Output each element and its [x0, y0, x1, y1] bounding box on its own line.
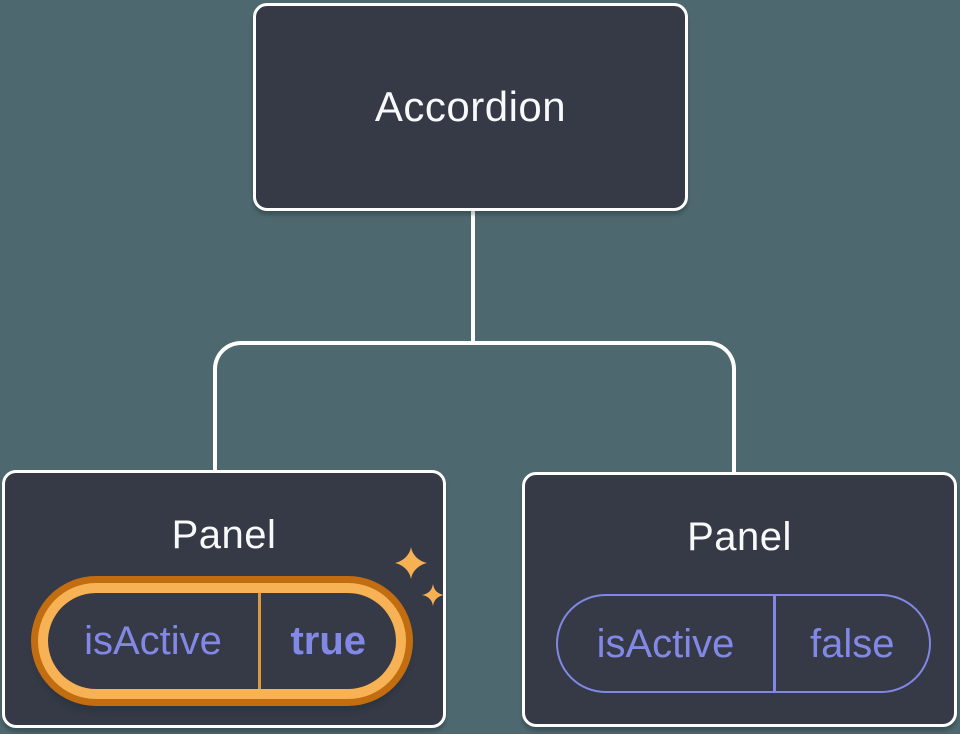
panel-node-inactive: Panel isActive false [522, 472, 957, 727]
state-pill-active: isActive true [48, 593, 396, 689]
prop-name-label: isActive [596, 621, 735, 666]
connector-branch-lines [213, 341, 736, 472]
prop-value-label: false [810, 621, 895, 666]
pill-divider [258, 593, 261, 689]
panel-node-active: Panel isActive true [2, 470, 446, 728]
prop-name-label: isActive [84, 619, 222, 663]
pill-divider [773, 596, 776, 691]
prop-value-label: true [290, 619, 367, 663]
panel-label: Panel [687, 515, 792, 559]
accordion-label: Accordion [374, 83, 567, 130]
state-pill-inactive: isActive false [556, 594, 931, 693]
connector-trunk-line [470, 211, 475, 344]
panel-label: Panel [171, 513, 277, 557]
accordion-node: Accordion [253, 3, 688, 211]
sparkles-icon [395, 547, 444, 606]
